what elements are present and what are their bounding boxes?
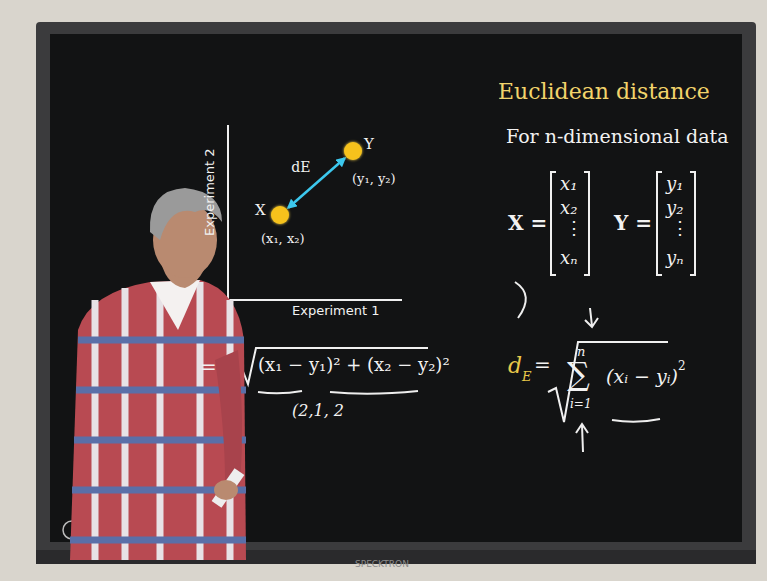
vector-name: X = [508,212,547,234]
axis-label: Experiment 1 [292,304,380,318]
chalk-arrow [576,424,588,452]
point-name: Y [364,136,374,153]
vector-entry: xₙ [560,248,577,268]
point-coordinates: (x₁, x₂) [261,232,305,246]
axis-label: Experiment 2 [203,142,217,242]
sum-limit: i=1 [570,398,592,411]
x-axis [228,299,402,301]
chalk-underline [258,391,302,393]
point-coordinates: (y₁, y₂) [352,172,396,186]
matrix-bracket [657,172,695,275]
subtitle-text: For n-dimensional data [506,126,729,147]
data-point: X (x₁, x₂) [255,198,330,256]
chalk-underline [612,419,660,422]
vector-name: Y = [614,212,652,234]
chalk-note: (2,1, 2 [292,402,344,420]
chalk-bracket [515,282,526,318]
title-text: Euclidean distance [498,80,710,104]
edge-label: dE [291,160,310,175]
vector-entry: ⋮ [671,218,689,238]
formula-subscript: E [522,370,532,384]
y-axis [227,125,229,300]
formula-symbol: d [508,354,522,378]
sum-symbol: ∑ [567,357,590,392]
distance-arrow [288,158,344,207]
data-point: Y (y₁, y₂) [340,136,420,194]
point-dot [344,142,362,160]
lecturer [70,188,246,560]
vector-entry: y₁ [666,174,683,194]
formula-term: (xᵢ − yᵢ) [606,366,678,387]
point-name: X [255,202,266,219]
chalk-underline [330,391,418,394]
vector-entry: ⋮ [565,218,583,238]
chalk-arrow [585,308,598,327]
formula-symbol: = [200,356,217,378]
matrix-bracket [551,172,589,275]
formula-term: (x₁ − y₁)² + (x₂ − y₂)² [258,355,450,375]
vector-entry: yₙ [666,248,683,268]
point-dot [271,206,289,224]
vector-entry: y₂ [666,198,683,218]
formula-exponent: 2 [678,360,686,373]
vector-entry: x₂ [560,198,577,218]
formula-symbol: = [534,354,551,376]
vector-entry: x₁ [560,174,577,194]
brand-label: SPECKTRON [355,560,409,570]
